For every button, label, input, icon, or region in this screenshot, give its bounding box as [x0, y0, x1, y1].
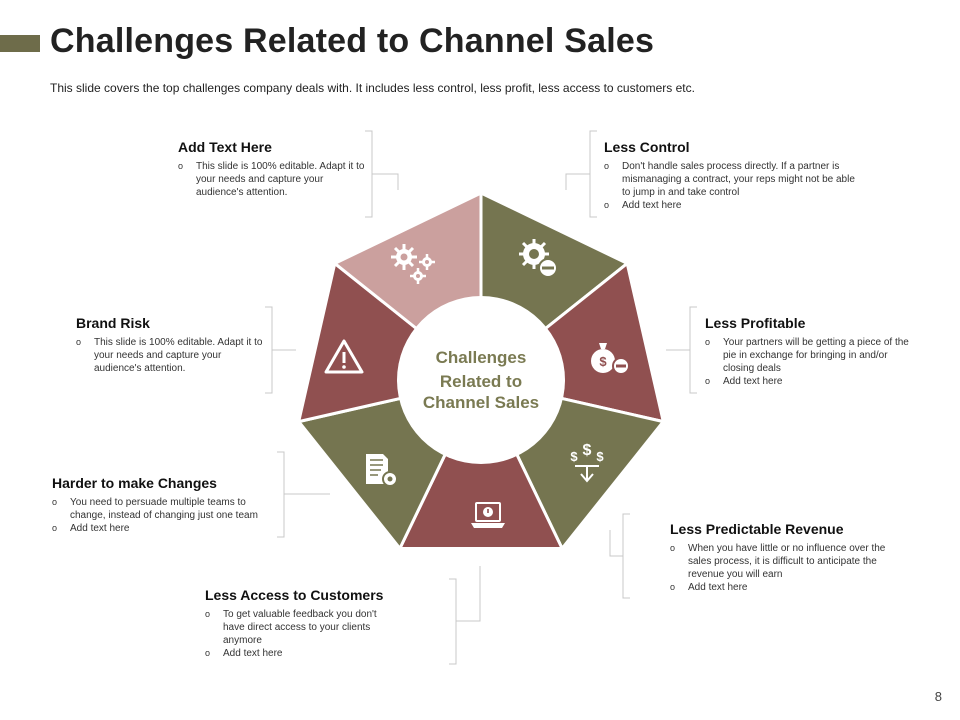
laptop-alert-icon [471, 502, 505, 528]
dollar-down-arrow-icon: $ $ $ [570, 442, 604, 483]
center-circle [397, 296, 565, 464]
svg-text:$: $ [570, 449, 578, 464]
callout-bullet: This slide is 100% editable. Adapt it to… [76, 336, 266, 375]
callout-bullets: Don't handle sales process directly. If … [604, 160, 864, 212]
callout-bullets: When you have little or no influence ove… [670, 542, 910, 594]
callout-bullet: This slide is 100% editable. Adapt it to… [178, 160, 368, 199]
callout-title: Less Predictable Revenue [670, 521, 844, 537]
callout-title: Less Profitable [705, 315, 806, 331]
callout-bullet: Add text here [52, 522, 277, 535]
page-subtitle: This slide covers the top challenges com… [50, 81, 695, 95]
callout-title: Less Access to Customers [205, 587, 384, 603]
callout-bullet: You need to persuade multiple teams to c… [52, 496, 277, 522]
callout-add-text-here: Add Text Here This slide is 100% editabl… [178, 139, 368, 199]
callout-bullets: This slide is 100% editable. Adapt it to… [76, 336, 266, 375]
callout-bullet: Don't handle sales process directly. If … [604, 160, 864, 199]
callout-bullet: Add text here [205, 647, 380, 660]
callout-bullet: To get valuable feedback you don't have … [205, 608, 380, 647]
callout-bullet: Your partners will be getting a piece of… [705, 336, 915, 375]
center-label-line-1: Challenges [436, 348, 527, 367]
center-label-line-3: Channel Sales [423, 393, 539, 412]
callout-bullets: Your partners will be getting a piece of… [705, 336, 915, 388]
svg-text:$: $ [599, 354, 607, 369]
money-bag-minus-icon: $ [591, 343, 630, 375]
page-number: 8 [934, 689, 942, 704]
callout-less-profitable: Less Profitable Your partners will be ge… [705, 315, 915, 388]
cycle-segments [296, 190, 666, 552]
callout-bullet: Add text here [604, 199, 864, 212]
callout-harder-to-make-changes: Harder to make Changes You need to persu… [52, 475, 277, 535]
svg-text:$: $ [596, 449, 604, 464]
callout-title: Add Text Here [178, 139, 272, 155]
callout-bullet: When you have little or no influence ove… [670, 542, 910, 581]
warning-icon [324, 339, 364, 374]
center-label-line-2: Related to [440, 372, 522, 391]
document-gear-icon [366, 454, 398, 487]
callout-less-predictable-revenue: Less Predictable Revenue When you have l… [670, 521, 910, 594]
callout-bullets: You need to persuade multiple teams to c… [52, 496, 277, 535]
svg-text:$: $ [583, 442, 592, 459]
callout-title: Harder to make Changes [52, 475, 217, 491]
callout-title: Less Control [604, 139, 690, 155]
gears-icon [391, 244, 435, 284]
title-accent-bar [0, 35, 40, 52]
callout-brand-risk: Brand Risk This slide is 100% editable. … [76, 315, 266, 375]
callout-less-access-to-customers: Less Access to Customers To get valuable… [205, 587, 384, 660]
callout-less-control: Less Control Don't handle sales process … [604, 139, 864, 212]
callout-bullet: Add text here [705, 375, 915, 388]
callout-bullet: Add text here [670, 581, 910, 594]
callout-bullets: To get valuable feedback you don't have … [205, 608, 380, 660]
gear-minus-icon [519, 239, 558, 278]
connector-lines [265, 130, 697, 665]
page-title: Challenges Related to Channel Sales [50, 22, 655, 60]
callout-bullets: This slide is 100% editable. Adapt it to… [178, 160, 368, 199]
callout-title: Brand Risk [76, 315, 150, 331]
